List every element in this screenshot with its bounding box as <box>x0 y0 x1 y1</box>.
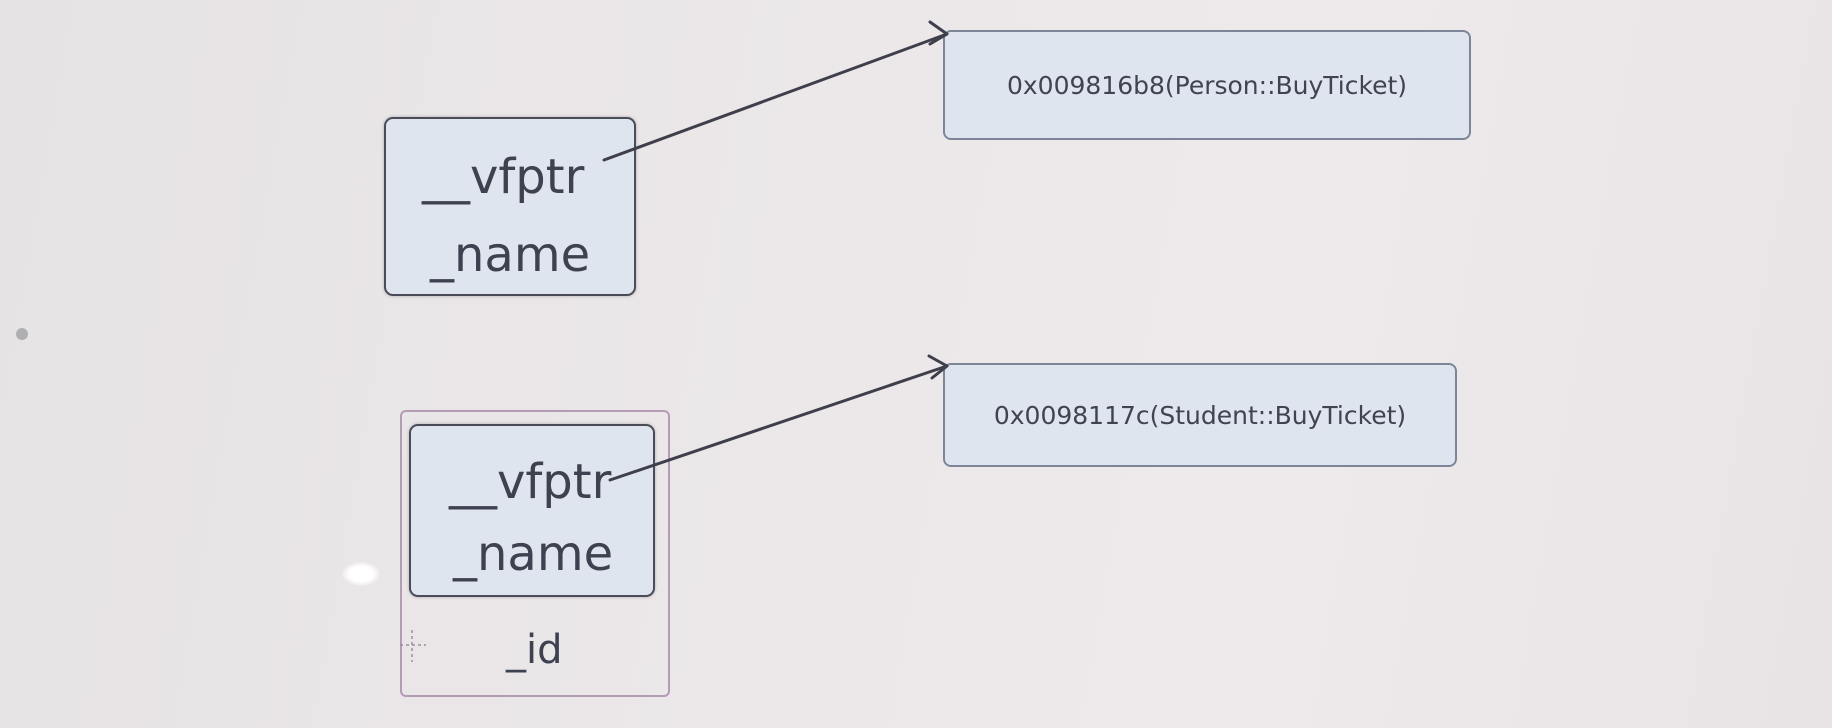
student-vtable-entry: 0x0098117c(Student::BuyTicket) <box>993 400 1407 430</box>
person-vfptr-arrow <box>602 32 949 162</box>
student-base-box: __vfptr _name <box>409 424 655 597</box>
student-object-box: _id <box>400 410 670 697</box>
person-vfptr-field: __vfptr <box>422 149 585 205</box>
student-vfptr-arrow <box>608 364 949 482</box>
student-id-field: _id <box>506 627 563 673</box>
crosshair-icon <box>400 630 426 662</box>
person-name-field: _name <box>430 227 591 283</box>
person-vtable-entry: 0x009816b8(Person::BuyTicket) <box>1006 70 1408 100</box>
person-vfptr-arrowhead <box>928 20 949 46</box>
person-object-box: __vfptr _name <box>384 117 636 296</box>
dust-speck <box>16 328 28 340</box>
student-vfptr-field: __vfptr <box>449 454 612 510</box>
student-name-field: _name <box>453 526 614 582</box>
student-vtable-box: 0x0098117c(Student::BuyTicket) <box>943 363 1457 467</box>
student-vfptr-arrowhead <box>927 354 949 380</box>
person-vtable-box: 0x009816b8(Person::BuyTicket) <box>943 30 1471 140</box>
glare-spot <box>342 562 380 586</box>
